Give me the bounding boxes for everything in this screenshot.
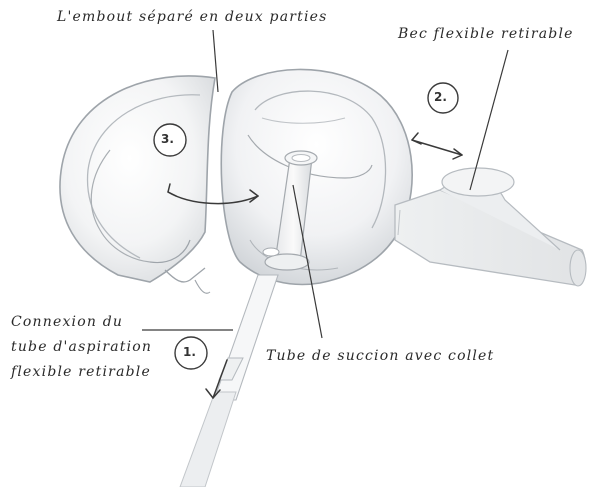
label-tube-connection-line3: flexible retirable	[11, 362, 151, 382]
step-number-1: 1.	[183, 345, 196, 359]
left-half-shell	[60, 76, 215, 293]
flexible-nozzle	[395, 168, 586, 286]
label-tube-connection-line2: tube d'aspiration	[11, 337, 152, 357]
label-two-part-tip: L'embout séparé en deux parties	[57, 7, 328, 27]
aspiration-tube	[180, 275, 278, 487]
step-number-2: 2.	[434, 90, 447, 104]
label-flexible-nozzle: Bec flexible retirable	[398, 24, 574, 44]
arrow-step-2	[412, 140, 462, 155]
step-number-3: 3.	[161, 132, 174, 146]
label-tube-connection-line1: Connexion du	[11, 312, 123, 332]
label-suction-tube: Tube de succion avec collet	[266, 346, 494, 366]
right-half-shell	[221, 69, 412, 284]
